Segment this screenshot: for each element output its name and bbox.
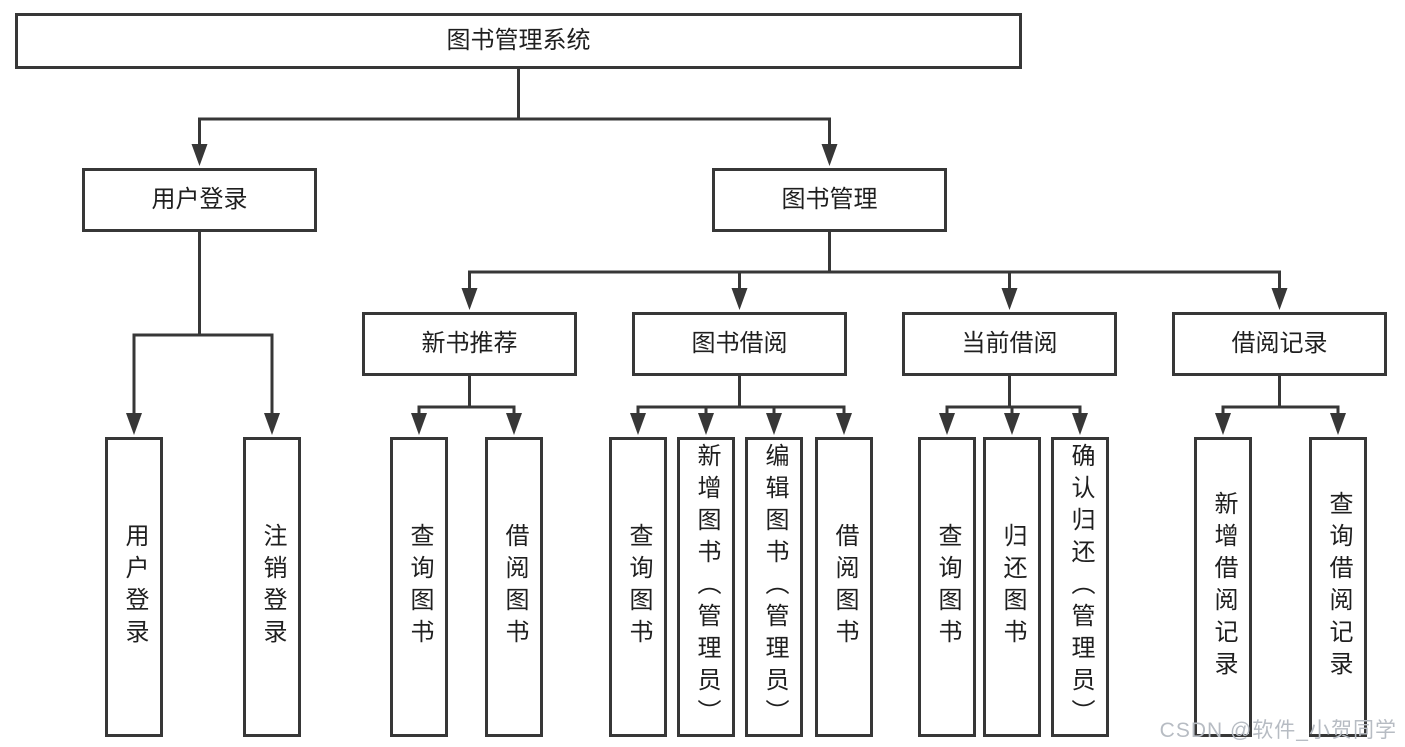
node-label: 新增借阅记录 bbox=[1210, 491, 1237, 683]
csdn-watermark: CSDN @软件_小贺同学 bbox=[1159, 719, 1397, 742]
node-add-borrow-record: 新增借阅记录 bbox=[1194, 437, 1252, 737]
node-book-management: 图书管理 bbox=[712, 168, 947, 232]
node-label: 查询借阅记录 bbox=[1325, 491, 1352, 683]
node-new-book-recommendation: 新书推荐 bbox=[362, 312, 577, 376]
node-edit-book-admin: 编辑图书（管理员） bbox=[745, 437, 803, 737]
node-label: 注销登录 bbox=[259, 523, 286, 651]
node-label: 图书借阅 bbox=[691, 330, 788, 357]
node-label: 新书推荐 bbox=[421, 330, 518, 357]
node-label: 用户登录 bbox=[151, 186, 248, 213]
node-label: 借阅图书 bbox=[831, 523, 858, 651]
node-label: 借阅记录 bbox=[1231, 330, 1328, 357]
node-label: 查询图书 bbox=[625, 523, 652, 651]
node-label: 当前借阅 bbox=[961, 330, 1058, 357]
node-logout: 注销登录 bbox=[243, 437, 301, 737]
node-label: 用户登录 bbox=[121, 523, 148, 651]
node-confirm-return-admin: 确认归还（管理员） bbox=[1051, 437, 1109, 737]
node-label: 确认归还（管理员） bbox=[1067, 443, 1094, 731]
node-label: 图书管理系统 bbox=[446, 27, 591, 54]
node-library-management-system: 图书管理系统 bbox=[15, 13, 1022, 69]
node-label: 查询图书 bbox=[934, 523, 961, 651]
node-label: 编辑图书（管理员） bbox=[761, 443, 788, 731]
node-borrow-books: 借阅图书 bbox=[815, 437, 873, 737]
node-query-borrow-record: 查询借阅记录 bbox=[1309, 437, 1367, 737]
node-label: 查询图书 bbox=[406, 523, 433, 651]
node-query-books-current: 查询图书 bbox=[918, 437, 976, 737]
node-query-books-borrow: 查询图书 bbox=[609, 437, 667, 737]
node-borrow-records: 借阅记录 bbox=[1172, 312, 1387, 376]
node-label: 借阅图书 bbox=[501, 523, 528, 651]
node-user-login-leaf: 用户登录 bbox=[105, 437, 163, 737]
node-add-book-admin: 新增图书（管理员） bbox=[677, 437, 735, 737]
node-current-borrowing: 当前借阅 bbox=[902, 312, 1117, 376]
node-label: 图书管理 bbox=[781, 186, 878, 213]
node-return-books: 归还图书 bbox=[983, 437, 1041, 737]
node-label: 新增图书（管理员） bbox=[693, 443, 720, 731]
node-user-login: 用户登录 bbox=[82, 168, 317, 232]
node-query-books-recommend: 查询图书 bbox=[390, 437, 448, 737]
node-label: 归还图书 bbox=[999, 523, 1026, 651]
node-borrow-books-recommend: 借阅图书 bbox=[485, 437, 543, 737]
node-book-borrowing: 图书借阅 bbox=[632, 312, 847, 376]
